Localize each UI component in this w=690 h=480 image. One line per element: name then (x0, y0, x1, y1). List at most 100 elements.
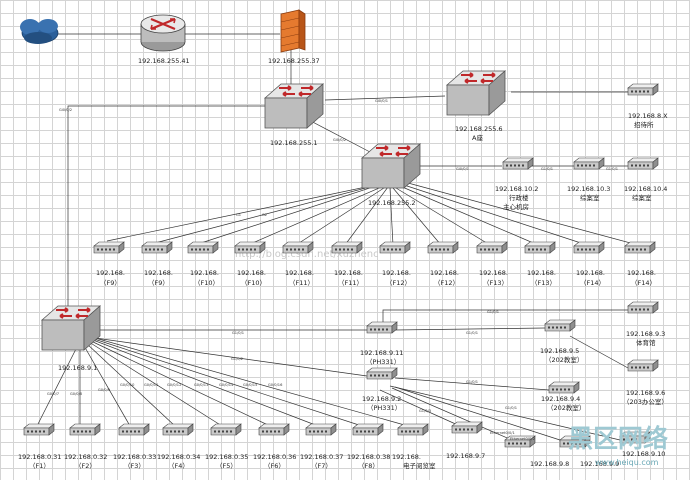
floor-switch-icon[interactable] (162, 423, 194, 436)
port-label: G0/0/9 (98, 388, 111, 392)
floor-switch-icon[interactable] (23, 423, 55, 436)
floor-switch-ip: 192.168. (479, 269, 508, 277)
bottom-floor-switches: 192.168.0.31（F1）192.168.0.32（F2）192.168.… (18, 423, 436, 470)
floor-switch-icon[interactable] (141, 241, 173, 254)
port-label: G0/0/7 (47, 392, 59, 396)
floor-switch-icon[interactable] (331, 241, 363, 254)
floor-switch-floor: （F3） (124, 462, 145, 470)
floor-switch-icon[interactable] (187, 241, 219, 254)
port-label: Gi0/0/1 (375, 99, 388, 103)
port-label: G1/0/1 (466, 331, 478, 335)
logo-url: www.heiqu.com (595, 458, 659, 467)
port-label: G1/0/3 (419, 409, 431, 413)
floor-switch-icon[interactable] (524, 241, 556, 254)
dist-switch-2-label: 192.168.255.2 (368, 199, 416, 207)
floor-switch-icon[interactable] (379, 241, 411, 254)
floor-switch-ip: 192.168. (392, 453, 421, 461)
floor-switch-floor: （F5） (216, 462, 237, 470)
floor-switch-ip: 192.168. (382, 269, 411, 277)
switch-9-3-ip: 192.168.9.3 (626, 330, 665, 338)
floor-switch-icon[interactable] (234, 241, 266, 254)
conf-room-3-name: 综案室 (580, 193, 600, 202)
server-room-name: 招待所 (634, 120, 654, 129)
port-label: G0/0/12 (167, 383, 181, 387)
building-a-ip: 192.168.255.6 (455, 125, 503, 133)
floor-switch-icon[interactable] (282, 241, 314, 254)
server-room-switch-icon[interactable] (627, 83, 659, 96)
switch-9-11-icon[interactable] (366, 321, 398, 334)
floor-switch-icon[interactable] (624, 241, 656, 254)
floor-switch-icon[interactable] (69, 423, 101, 436)
dist-switch-1-icon[interactable] (41, 305, 101, 351)
admin-ip: 192.168.10.2 (495, 185, 538, 193)
port-label: G0/0/8 (70, 392, 83, 396)
links (37, 33, 639, 441)
building-a-switch-icon[interactable] (446, 70, 506, 116)
router-icon[interactable] (140, 14, 186, 52)
port-label: G0/0/11 (144, 383, 158, 387)
switch-9-6-icon[interactable] (627, 359, 659, 372)
switch-9-11-room: （PH331） (366, 358, 400, 366)
switch-9-9-label: 192.168.9.9 (580, 460, 619, 468)
floor-switch-icon[interactable] (258, 423, 290, 436)
server-room-ip: 192.168.8.X (628, 112, 668, 120)
logo-text: 黑区网络 (568, 424, 668, 453)
building-a-name: A座 (472, 133, 483, 142)
switch-9-3-icon[interactable] (627, 301, 659, 314)
floor-switch-icon[interactable] (476, 241, 508, 254)
admin-switch-icon[interactable] (502, 157, 534, 170)
admin-sub: 主心机房 (503, 202, 529, 211)
floor-switch-icon[interactable] (210, 423, 242, 436)
port-label: G0/0/16 (268, 383, 283, 387)
port-label: Gi0/0/2 (333, 138, 346, 142)
floor-switch-icon[interactable] (427, 241, 459, 254)
conf-room-4-switch-icon[interactable] (627, 157, 659, 170)
switch-9-2-ip: 192.168.9.2 (362, 395, 401, 403)
switch-9-2-icon[interactable] (366, 367, 398, 380)
floor-switch-ip: 192.168. (576, 269, 605, 277)
floor-switch-icon[interactable] (573, 241, 605, 254)
floor-switch-ip: 192.168.0.33 (113, 453, 156, 461)
floor-switch-floor: （F14） (580, 279, 605, 287)
floor-switch-floor: （F11） (289, 279, 314, 287)
floor-switch-floor: （F11） (338, 279, 363, 287)
floor-switch-floor: （F8） (358, 462, 379, 470)
floor-switch-ip: 192.168.0.36 (253, 453, 296, 461)
switch-9-7-icon[interactable] (451, 421, 483, 434)
switch-9-4-icon[interactable] (548, 381, 580, 394)
port-label: G1/0/1 (487, 310, 499, 314)
floor-switch-ip: 192.168. (430, 269, 459, 277)
floor-switch-icon[interactable] (305, 423, 337, 436)
floor-switch-floor: （F6） (264, 462, 285, 470)
floor-switch-ip: 192.168.0.38 (347, 453, 390, 461)
floor-switch-icon[interactable] (397, 423, 429, 436)
switch-9-8-label: 192.168.9.8 (530, 460, 569, 468)
core-switch-icon[interactable] (264, 83, 324, 129)
port-label: G1/0/1 (606, 167, 618, 171)
port-label: G0/0/14 (219, 383, 234, 387)
floor-switch-floor: （F14） (631, 279, 656, 287)
floor-switch-ip: 192.168. (190, 269, 219, 277)
floor-switch-floor: （F4） (168, 462, 189, 470)
port-labels: Gi0/0/2 Gi0/0/1 Gi0/0/2 Gi0/0/1 G1/0/1 G… (47, 99, 618, 441)
floor-switch-ip: 192.168. (285, 269, 314, 277)
floor-switch-floor: （F9） (100, 279, 121, 287)
conf-room-3-switch-icon[interactable] (573, 157, 605, 170)
floor-switch-floor: （F10） (241, 279, 266, 287)
floor-switch-icon[interactable] (93, 241, 125, 254)
switch-9-5-icon[interactable] (544, 319, 576, 332)
floor-switch-floor: （F12） (386, 279, 411, 287)
firewall-icon[interactable] (280, 9, 306, 53)
port-label: G0/0/10 (120, 383, 135, 387)
dist-switch-2-icon[interactable] (361, 143, 421, 189)
floor-switch-floor: （F13） (531, 279, 556, 287)
floor-switch-icon[interactable] (118, 423, 150, 436)
top-floor-switches: 192.168.（F9）192.168.（F9）192.168.（F10）192… (93, 241, 656, 287)
switch-9-5-room: （202教室） (545, 355, 583, 364)
floor-switch-icon[interactable] (352, 423, 384, 436)
port-label: G1/0/1 (466, 380, 478, 384)
floor-switch-ip: 192.168. (144, 269, 173, 277)
dist-switch-1-label: 192.168.9.1 (58, 364, 97, 372)
port-label: Gi0/0/1 (456, 167, 469, 171)
